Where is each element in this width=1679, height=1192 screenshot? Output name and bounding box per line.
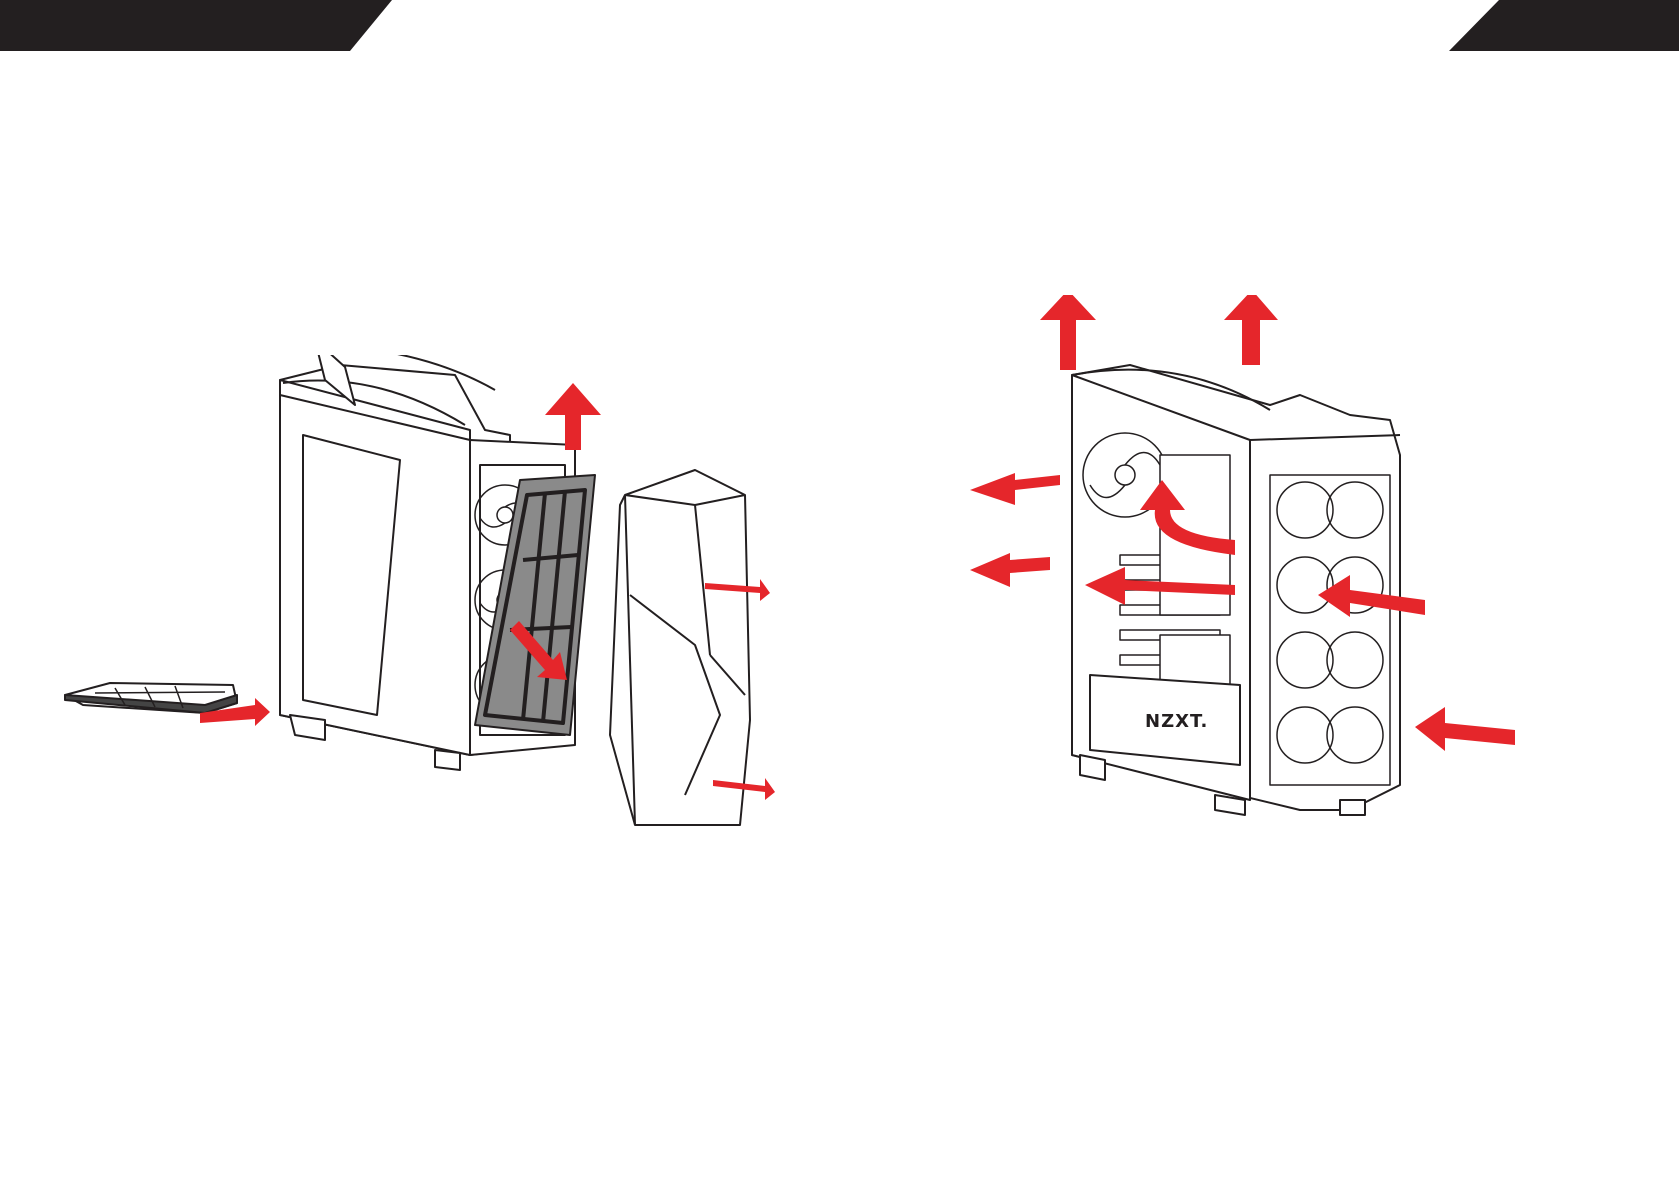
exhaust-rear-lower-arrow bbox=[970, 553, 1050, 587]
airflow-diagram: NZXT. bbox=[970, 295, 1530, 875]
release-up-arrow bbox=[545, 383, 601, 450]
exhaust-top-right-arrow bbox=[1224, 295, 1278, 365]
dust-filter-tray bbox=[65, 683, 237, 713]
header-tab-left bbox=[0, 0, 392, 51]
case-brand-logo: NZXT. bbox=[1145, 711, 1208, 732]
exhaust-top-left-arrow bbox=[1040, 295, 1096, 370]
front-bezel-panel bbox=[610, 470, 750, 825]
header-tab-right bbox=[1449, 0, 1679, 51]
exhaust-rear-upper-arrow bbox=[970, 473, 1060, 505]
front-panel-removal-diagram bbox=[55, 355, 835, 895]
intake-front-lower-arrow bbox=[1415, 707, 1515, 751]
